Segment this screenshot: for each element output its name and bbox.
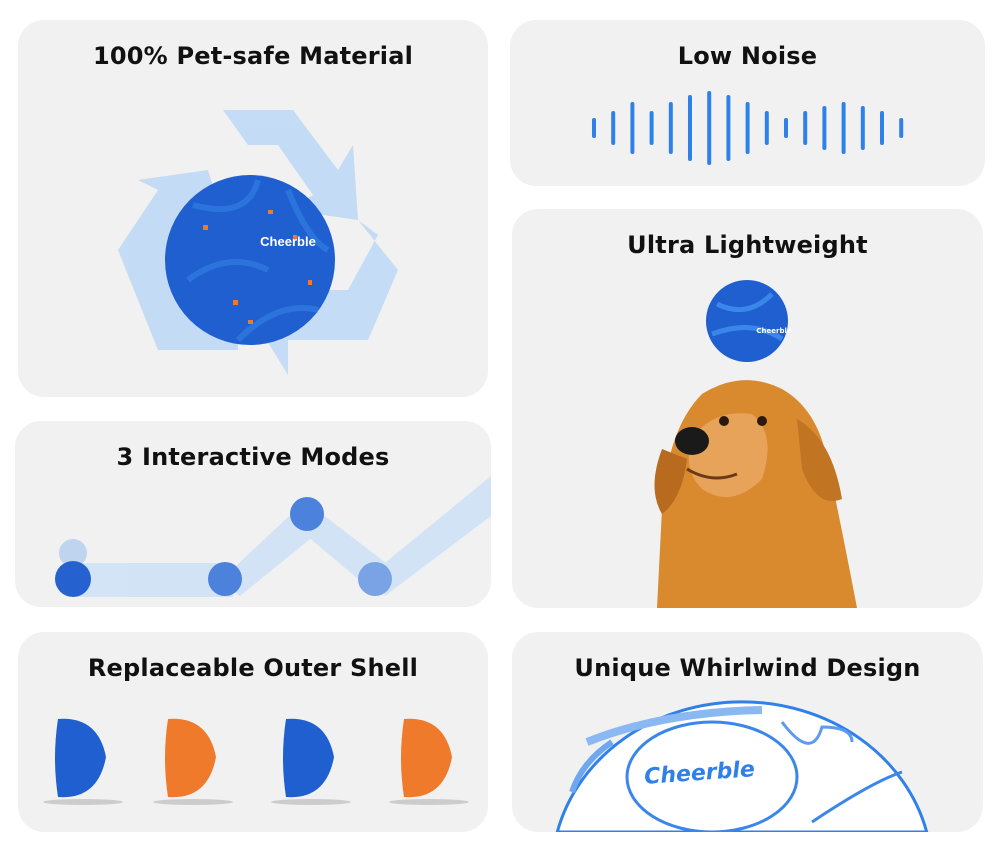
card-title: Low Noise	[677, 42, 818, 70]
shell-blue	[271, 718, 351, 805]
card-low-noise: Low Noise	[510, 20, 985, 186]
shell-orange	[153, 718, 233, 805]
dog	[654, 380, 857, 608]
ball-motion-path	[55, 476, 491, 597]
card-interactive-modes: 3 Interactive Modes	[15, 421, 491, 607]
ball	[706, 280, 788, 362]
shell-blue	[43, 718, 123, 805]
card-pet-safe-material: 100% Pet-safe Material Cheerble	[18, 20, 488, 397]
whirlwind-ball-outline: Cheerble	[555, 700, 929, 832]
card-title: Ultra Lightweight	[627, 231, 868, 259]
sound-wave-icon	[592, 91, 904, 165]
card-replaceable-shell: Replaceable Outer Shell	[18, 632, 488, 832]
shell-orange	[389, 718, 469, 805]
logo-panel	[625, 720, 799, 832]
shell-halves	[43, 718, 469, 805]
card-ultra-lightweight: Ultra Lightweight Cheerble	[512, 209, 983, 608]
card-whirlwind-design: Unique Whirlwind Design Cheerble	[512, 632, 983, 832]
card-title: Unique Whirlwind Design	[574, 654, 921, 682]
svg-text:Cheerble: Cheerble	[756, 327, 791, 335]
dog-with-ball-image: Cheerble	[654, 280, 857, 608]
card-title: 3 Interactive Modes	[116, 443, 390, 471]
card-title: Replaceable Outer Shell	[87, 654, 419, 682]
brand-logo: Cheerble	[260, 234, 316, 249]
recycle-icon: Cheerble	[118, 110, 398, 375]
card-title: 100% Pet-safe Material	[92, 42, 414, 70]
